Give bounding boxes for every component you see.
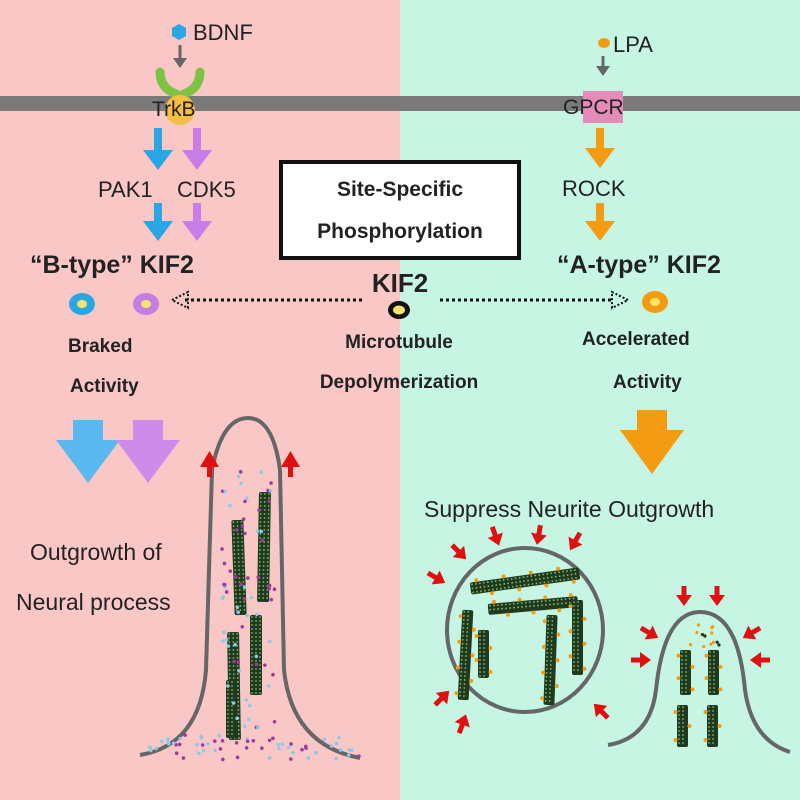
neural-process-label: Neural process — [16, 589, 171, 615]
microtubule — [676, 650, 695, 695]
microtubules-neurite — [226, 491, 271, 741]
growth-arrow-right-icon — [281, 451, 300, 477]
suppression-arrow-icon — [639, 625, 659, 640]
suppression-arrow-icon — [568, 531, 583, 551]
lpa-dot-icon — [598, 38, 610, 48]
cdk5-label: CDK5 — [177, 177, 236, 202]
microtubule — [540, 614, 561, 706]
microtubule — [257, 491, 271, 603]
braked-activity-label: Activity — [70, 376, 139, 397]
rock-to-kif2-arrow — [585, 203, 615, 241]
phosphorylation-box — [279, 160, 521, 260]
suppression-arrow-icon — [433, 690, 450, 707]
microtubule — [454, 609, 476, 701]
suppression-arrow-icon — [709, 586, 725, 606]
cell-membrane — [0, 96, 800, 111]
microtubule — [474, 630, 493, 678]
lpa-arrow-head — [596, 66, 610, 76]
microtubule-label: Microtubule — [345, 332, 453, 353]
trkb-to-pak1-arrow — [143, 128, 173, 170]
suppression-arrow-icon — [750, 652, 770, 668]
microtubule — [704, 650, 723, 695]
purple-dot-core — [141, 300, 151, 308]
suppression-arrow-icon — [676, 586, 692, 606]
left-panel-background — [0, 0, 400, 800]
pak1-label: PAK1 — [98, 177, 153, 202]
dotted-arrow-to-a-type — [440, 290, 631, 310]
microtubule — [568, 600, 587, 675]
suppression-arrow-icon — [530, 524, 547, 545]
gpcr-to-rock-arrow — [585, 128, 615, 168]
microtubule — [673, 705, 692, 747]
a-type-kif2-label: “A-type” KIF2 — [557, 251, 721, 279]
depolymerizing-microtubules — [454, 566, 723, 747]
microtubule — [231, 519, 247, 616]
bdnf-arrow-head — [173, 58, 187, 68]
rock-label: ROCK — [562, 176, 626, 201]
orange-dot-core — [650, 298, 660, 306]
bdnf-label: BDNF — [193, 20, 253, 45]
depolymerization-label: Depolymerization — [320, 372, 478, 393]
kif2-center-label: KIF2 — [372, 268, 428, 298]
lpa-label: LPA — [613, 32, 653, 57]
round-cell-outline — [445, 546, 605, 714]
trkb-to-cdk5-arrow — [182, 128, 212, 170]
suppression-arrow-icon — [487, 525, 503, 546]
gpcr-label: GPCR — [563, 96, 624, 119]
kif2-center-dot-core — [393, 305, 405, 315]
braked-label: Braked — [68, 336, 132, 357]
microtubule — [487, 593, 579, 617]
big-purple-down-arrow — [116, 420, 180, 483]
growth-arrow-left-icon — [200, 451, 219, 477]
kif2-particles-neurite — [148, 470, 361, 762]
accelerated-label: Accelerated — [582, 329, 690, 350]
b-type-kif2-label: “B-type” KIF2 — [30, 251, 194, 279]
outgrowth-label: Outgrowth of — [30, 539, 162, 565]
dotted-arrow-to-b-type — [169, 290, 362, 310]
bdnf-hexagon-icon — [172, 24, 186, 40]
growing-neurite-outline — [139, 415, 361, 760]
trkb-receptor-icon — [155, 67, 205, 125]
suppression-arrow-icon — [426, 570, 446, 585]
accelerated-activity-label: Activity — [613, 372, 682, 393]
blue-dot-core — [77, 300, 87, 308]
suppression-arrow-icon — [593, 703, 610, 720]
microtubule — [226, 680, 237, 738]
microtubule — [469, 566, 581, 596]
suppression-arrows — [426, 524, 770, 735]
retracted-neurite-outline — [607, 609, 791, 754]
gpcr-block-icon — [583, 91, 623, 123]
suppression-arrow-icon — [450, 543, 467, 560]
phosphorylation-label: Phosphorylation — [317, 220, 483, 243]
microtubule — [703, 705, 722, 747]
big-blue-down-arrow — [56, 420, 120, 483]
site-specific-label: Site-Specific — [337, 178, 463, 201]
suppression-arrow-icon — [631, 652, 651, 668]
big-orange-down-arrow — [620, 410, 684, 474]
trkb-label: TrkB — [152, 98, 196, 121]
suppress-outgrowth-label: Suppress Neurite Outgrowth — [424, 496, 714, 522]
pak1-to-kif2-arrow — [143, 203, 173, 241]
suppression-arrow-icon — [742, 625, 762, 640]
suppression-arrow-icon — [454, 714, 470, 735]
cdk5-to-kif2-arrow — [182, 203, 212, 241]
